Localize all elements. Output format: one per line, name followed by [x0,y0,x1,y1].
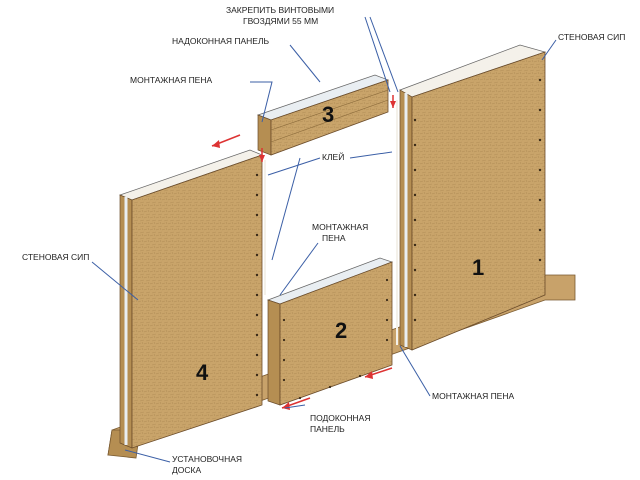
label-screw-line2: ГВОЗДЯМИ 55 ММ [243,16,318,26]
label-base-board-1: УСТАНОВОЧНАЯ [172,454,242,464]
label-sill-panel-2: ПАНЕЛЬ [310,424,345,434]
sill-panel: 2 [266,257,394,406]
glue-lines [264,100,398,345]
label-foam-middle-1: МОНТАЖНАЯ [312,222,368,232]
label-wall-sip-right: СТЕНОВАЯ СИП [558,32,625,42]
label-glue: КЛЕЙ [322,151,344,162]
leader-lines [91,16,557,463]
panel-number-3: 3 [322,102,334,127]
label-foam-top: МОНТАЖНАЯ ПЕНА [130,75,212,85]
sill-nails [282,278,389,400]
label-sill-panel-1: ПОДОКОННАЯ [310,413,370,423]
label-foam-middle-2: ПЕНА [322,233,346,243]
right-wall-nails [413,78,542,322]
label-screw-line1: ЗАКРЕПИТЬ ВИНТОВЫМИ [226,5,334,15]
label-foam-bottom: МОНТАЖНАЯ ПЕНА [432,391,514,401]
label-wall-sip-left: СТЕНОВАЯ СИП [22,252,89,262]
labels: ЗАКРЕПИТЬ ВИНТОВЫМИ ГВОЗДЯМИ 55 ММ НАДОК… [22,5,625,475]
panel-number-1: 1 [472,255,484,280]
left-wall-nails [255,173,259,397]
movement-arrows [211,95,396,410]
right-wall-panel: 1 [399,44,547,351]
panel-number-2: 2 [335,318,347,343]
lintel-panel: 3 [256,74,390,156]
label-lintel-panel: НАДОКОННАЯ ПАНЕЛЬ [172,36,270,46]
left-wall-panel: 4 [119,149,263,449]
panel-number-4: 4 [196,360,209,385]
label-base-board-2: ДОСКА [172,465,201,475]
